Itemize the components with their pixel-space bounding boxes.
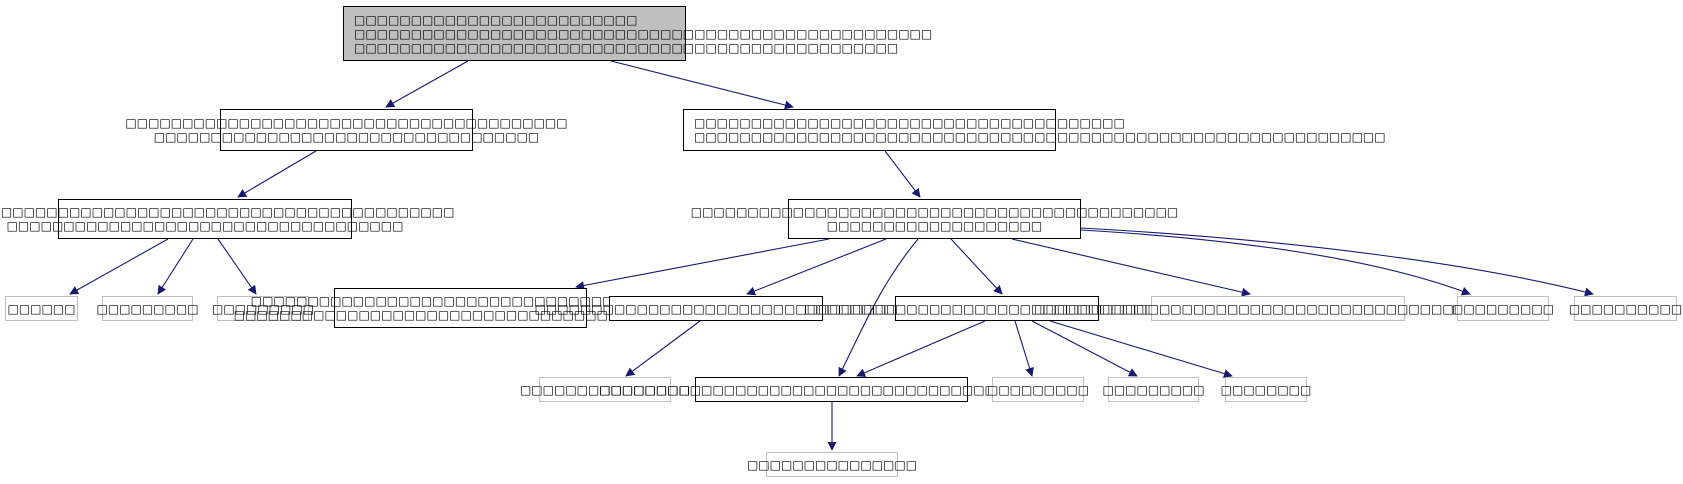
node-g5[interactable]: □□□□□□□□ [1221,377,1311,402]
edge-c3-g5 [1049,320,1233,378]
node-e3[interactable]: □□□□□□□□□ [212,296,314,321]
node-label-line: □□□□□□□□□□□□□□□ [519,382,691,397]
edge-l2-e1 [69,238,169,295]
node-label-line: □□□□□□□□□□□□□□□□□□□□□□□□□□□□□□□□□□ [804,301,1190,316]
node-label-line: □□□□□□□□□ [986,382,1090,397]
node-label-line: □□□□□□□□□ [1451,301,1555,316]
node-c2[interactable]: □□□□□□□□□□□□□□□□□□□□□□□□□□□□□□□□ [535,296,897,321]
node-label-line: □□□□□□□□□□ [1568,301,1683,316]
node-c6[interactable]: □□□□□□□□□□ [1569,296,1682,321]
node-g4[interactable]: □□□□□□□□□ [1102,377,1205,402]
edge-c3-g4 [1031,320,1138,377]
edge-r2-c4 [1011,238,1251,297]
edge-r2-c5 [1080,229,1471,296]
node-r2[interactable]: □□□□□□□□□□□□□□□□□□□□□□□□□□□□□□□□□□□□□□□□… [691,199,1178,239]
edge-root-r1 [610,60,794,110]
node-label-line: □□□□□□□□□□□□□□□□□□□□□□□□□□□□□□□□□□□□□□□□ [233,308,688,322]
node-g2[interactable]: □□□□□□□□□□□□□□□□□□□□□□□□□□□□□□□□□□□□□□□□… [599,377,1064,402]
edge-r2-g2 [838,238,919,377]
node-label-line: □□□□□□□□□□□□□□□□□□□□□□□□□□□□□□□□□□□□□□□□… [599,382,1064,397]
node-l2[interactable]: □□□□□□□□□□□□□□□□□□□□□□□□□□□□□□□□□□□□□□□□… [0,199,454,239]
edge-r2-c1 [575,238,830,290]
node-label-line: □□□□□□□□□□□□□□□□□□□□□□□□□□□□□□□□□□□□□□□□… [694,130,1386,144]
node-label-line: □□□□□□□□□ [96,301,199,316]
node-label-line: □□□□□□□□□□□□□□□□□□□□□□□□□□□□□□□□ [534,301,898,316]
node-h1[interactable]: □□□□□□□□□□□□□□□ [747,452,917,477]
node-label-line: □□□□□□□□□□□□□□□□□□□□□□□□□□□□□□□□□□□□□□ [694,116,1125,130]
edge-r2-c6 [1080,227,1594,297]
edge-root-l1 [385,60,469,108]
node-label-line: □□□□□□□□□□□□□□□□□□□□□□□□□ [354,12,638,27]
node-e2[interactable]: □□□□□□□□□ [96,296,199,321]
node-label-line: □□□□□□□□□□□□□□□□□□□□□□□□□□□□□□□□□□□□□ [250,294,671,308]
edge-l2-e3 [217,238,257,295]
node-label-line: □□□□□□□□□□□□□□□ [746,457,918,472]
edge-c2-g1 [625,320,701,377]
edge-c3-g3 [1014,320,1034,377]
node-label-line: □□□□□□□□□□□□□□□□□□□□□□□□□□□□□□□□□□□□□□□□… [1034,301,1522,316]
node-label-line: □□□□□□□□□ [211,301,315,316]
edge-r2-c3 [950,238,1003,295]
node-label-line: □□□□□□□□□□□□□□□□□□□□□□□□□□□□□□□□□□ [153,130,540,144]
node-label-line: □□□□□□ [7,301,76,316]
node-label-line: □□□□□□□□□□□□□□□□□□□□□□□□□□□□□□□□□□□□□□□□… [354,26,933,41]
node-label-line: □□□□□□□□□ [1102,382,1205,397]
node-c1[interactable]: □□□□□□□□□□□□□□□□□□□□□□□□□□□□□□□□□□□□□□□□… [234,288,687,328]
node-c4[interactable]: □□□□□□□□□□□□□□□□□□□□□□□□□□□□□□□□□□□□□□□□… [1034,296,1522,321]
node-label-line: □□□□□□□□ [1220,382,1312,397]
node-label-line: □□□□□□□□□□□□□□□□□□□□□□□□□□□□□□□□□□□□□□□□… [690,205,1179,219]
edge-l2-e2 [157,238,194,295]
node-root[interactable]: □□□□□□□□□□□□□□□□□□□□□□□□□□□□□□□□□□□□□□□□… [343,6,932,61]
node-e1[interactable]: □□□□□□ [5,296,78,321]
edge-c3-g2 [856,320,986,377]
node-label-line: □□□□□□□□□□□□□□□□□□□□□□□□□□□□□□□□□□□□□□□ [125,116,568,130]
node-r1[interactable]: □□□□□□□□□□□□□□□□□□□□□□□□□□□□□□□□□□□□□□□□… [683,109,1386,151]
node-c3[interactable]: □□□□□□□□□□□□□□□□□□□□□□□□□□□□□□□□□□ [804,296,1190,321]
node-label-line: □□□□□□□□□□□□□□□□□□□□□□□□□□□□□□□□□□□□□□□□… [354,40,899,55]
node-label-line: □□□□□□□□□□□□□□□□□□□ [826,219,1043,233]
edge-r2-c2 [746,238,887,296]
edge-r1-r2 [884,150,921,198]
node-label-line: □□□□□□□□□□□□□□□□□□□□□□□□□□□□□□□□□□□ [6,219,404,233]
edge-l1-l2 [237,150,317,198]
node-l1[interactable]: □□□□□□□□□□□□□□□□□□□□□□□□□□□□□□□□□□□□□□□□… [125,109,568,151]
node-g1[interactable]: □□□□□□□□□□□□□□□ [520,377,690,402]
node-label-line: □□□□□□□□□□□□□□□□□□□□□□□□□□□□□□□□□□□□□□□□… [0,205,455,219]
node-c5[interactable]: □□□□□□□□□ [1452,296,1554,321]
node-g3[interactable]: □□□□□□□□□ [987,377,1089,402]
